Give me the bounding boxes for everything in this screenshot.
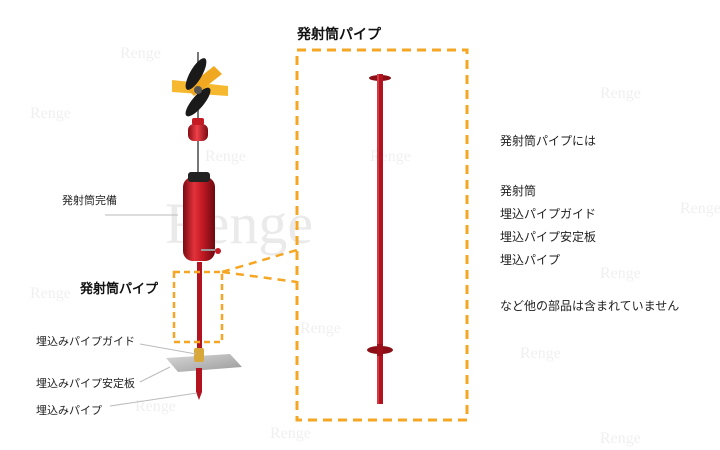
pinwheel-icon (172, 58, 228, 117)
description-item: 発射筒 (500, 184, 537, 198)
pipe-guide (194, 348, 204, 362)
launcher-pipe (197, 262, 202, 352)
description-item: 埋込パイプガイド (500, 207, 597, 221)
watermark: Renge (600, 265, 641, 282)
detail-title: 発射筒パイプ (297, 27, 381, 43)
part-label-guide: 埋込みパイプガイド (36, 335, 135, 348)
watermark: Renge (300, 320, 341, 337)
part-label-plate: 埋込みパイプ安定板 (36, 377, 135, 390)
connector-line (221, 270, 298, 284)
part-label-pipe: 埋込みパイプ (36, 404, 102, 417)
description-note: など他の部品は含まれていません (500, 299, 680, 313)
watermark: Renge (205, 148, 246, 165)
watermark: Renge (120, 45, 161, 62)
watermark: Renge (600, 85, 641, 102)
stabilizer-plate (166, 354, 242, 372)
watermark: Renge (600, 430, 641, 447)
description-item: 埋込パイプ (500, 253, 561, 267)
embedded-pipe (196, 368, 202, 392)
highlight-box (172, 270, 224, 344)
watermark: Renge (520, 345, 561, 362)
watermark: Renge (680, 200, 720, 217)
watermark: Renge (30, 105, 71, 122)
highlight-label: 発射筒パイプ (80, 282, 159, 297)
detail-pipe (367, 74, 393, 404)
connector-line (221, 248, 298, 274)
watermark: Renge (135, 398, 176, 415)
watermark: Renge (270, 425, 311, 442)
launcher-tube (183, 172, 221, 261)
cap-part (188, 118, 208, 141)
assembly-label: 発射筒完備 (62, 194, 117, 207)
watermark: Renge (30, 285, 71, 302)
description-heading: 発射筒パイプには (500, 134, 597, 148)
description-item: 埋込パイプ安定板 (500, 230, 597, 244)
